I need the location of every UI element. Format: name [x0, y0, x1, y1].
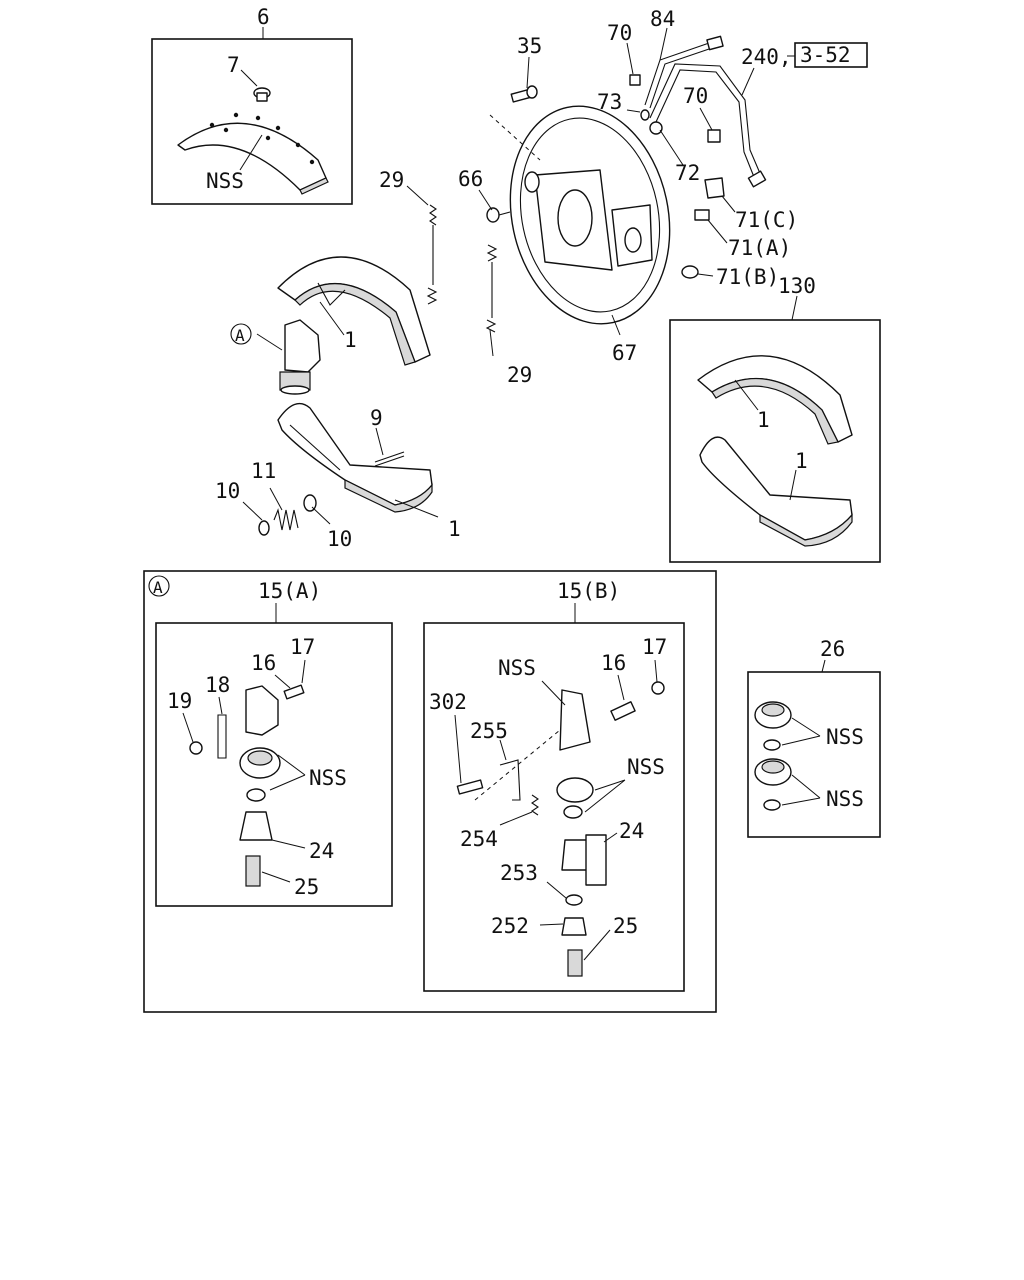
label-253: 253	[500, 861, 538, 885]
nut-66	[486, 207, 511, 223]
label-16-b: 16	[601, 651, 626, 675]
callout-a-detail-letter: A	[153, 578, 163, 597]
label-67: 67	[612, 341, 637, 365]
fittings-70-73-72	[629, 74, 721, 143]
leader-lines	[182, 27, 826, 961]
label-255: 255	[470, 719, 508, 743]
spring-11	[258, 494, 317, 536]
label-nss-26b: NSS	[826, 787, 864, 811]
label-15b: 15(B)	[557, 579, 620, 603]
label-24-a: 24	[309, 839, 334, 863]
adjuster-assembly-a	[279, 319, 321, 395]
cup-kit-26-parts	[754, 701, 792, 811]
detail-box-a	[143, 570, 717, 1013]
label-252: 252	[491, 914, 529, 938]
label-130: 130	[778, 274, 816, 298]
rivet-7	[253, 87, 271, 102]
label-29-upper: 29	[379, 168, 404, 192]
reference-box	[794, 42, 868, 68]
label-18: 18	[205, 673, 230, 697]
shoe-kit-box-130	[669, 319, 881, 563]
label-19: 19	[167, 689, 192, 713]
label-16-a: 16	[251, 651, 276, 675]
spring-29-lower	[485, 244, 498, 333]
bolt-35	[510, 85, 538, 103]
label-26: 26	[820, 637, 845, 661]
label-24-b: 24	[619, 819, 644, 843]
adjuster-box-15a	[155, 622, 393, 907]
label-302: 302	[429, 690, 467, 714]
label-10-left: 10	[215, 479, 240, 503]
label-71c: 71(C)	[735, 208, 798, 232]
spring-29-upper	[426, 204, 438, 305]
label-73: 73	[597, 90, 622, 114]
label-11: 11	[251, 459, 276, 483]
label-nss-b2: NSS	[627, 755, 665, 779]
label-6: 6	[257, 5, 270, 29]
callout-a-marker	[230, 323, 252, 345]
callout-a-letter: A	[235, 326, 245, 345]
label-70-right: 70	[683, 84, 708, 108]
kit-shoe-lower	[699, 436, 853, 547]
label-17-b: 17	[642, 635, 667, 659]
label-71b: 71(B)	[716, 265, 779, 289]
label-1-kit-lower: 1	[795, 449, 808, 473]
label-71a: 71(A)	[728, 236, 791, 260]
label-25-a: 25	[294, 875, 319, 899]
brake-lining	[177, 112, 329, 195]
backing-plate	[489, 105, 671, 325]
label-nss-a: NSS	[309, 766, 347, 790]
label-1-kit-upper: 1	[757, 408, 770, 432]
kit-shoe-upper	[697, 355, 853, 445]
label-29-lower: 29	[507, 363, 532, 387]
label-15a: 15(A)	[258, 579, 321, 603]
adjuster-box-15b	[423, 622, 685, 992]
label-9: 9	[370, 406, 383, 430]
brake-pipe-240	[649, 63, 767, 188]
label-25-b: 25	[613, 914, 638, 938]
label-240: 240,	[741, 45, 792, 69]
label-10-right: 10	[327, 527, 352, 551]
label-66: 66	[458, 167, 483, 191]
cup-kit-box-26	[747, 671, 881, 838]
label-7: 7	[227, 53, 240, 77]
brake-shoe-upper	[277, 256, 431, 366]
shoe-pin-9	[374, 451, 405, 467]
lining-box-6	[151, 38, 353, 205]
callout-a-detail-marker	[148, 575, 170, 597]
label-17-a: 17	[290, 635, 315, 659]
label-72: 72	[675, 161, 700, 185]
label-nss-lining: NSS	[206, 169, 244, 193]
reference-label: 3-52	[800, 43, 851, 67]
adjuster-15a-parts	[189, 684, 305, 887]
label-70-top: 70	[607, 21, 632, 45]
label-35: 35	[517, 34, 542, 58]
label-nss-b1: NSS	[498, 656, 536, 680]
label-1-upper: 1	[344, 328, 357, 352]
adjuster-15b-parts	[456, 681, 665, 977]
label-84: 84	[650, 7, 675, 31]
label-1-lower: 1	[448, 517, 461, 541]
label-254: 254	[460, 827, 498, 851]
brake-shoe-lower	[277, 402, 433, 513]
label-nss-26a: NSS	[826, 725, 864, 749]
fittings-71	[681, 177, 725, 279]
